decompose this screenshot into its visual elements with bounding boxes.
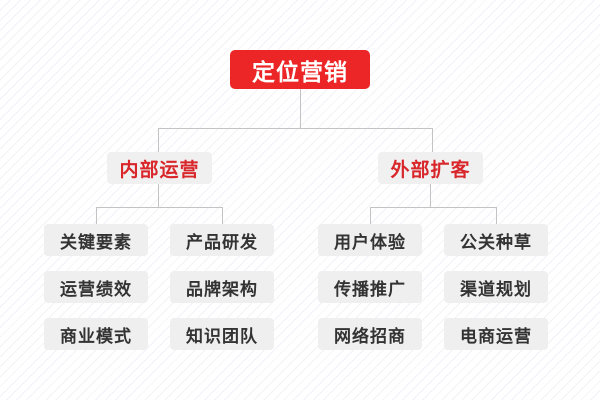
connector-right-leaf-bus xyxy=(370,207,497,208)
leaf-node-ecommerce-operations[interactable]: 电商运营 xyxy=(444,318,548,350)
leaf-node-brand-architecture[interactable]: 品牌架构 xyxy=(170,271,274,303)
branch-node-external-expansion[interactable]: 外部扩客 xyxy=(378,152,483,184)
connector-level2-bus xyxy=(158,128,432,129)
connector-left-leaf-bus xyxy=(96,207,223,208)
connector-left-branch-stem xyxy=(158,184,159,207)
connector-branch-drop-right xyxy=(432,128,433,153)
connector-branch-drop-left xyxy=(158,128,159,153)
leaf-node-operational-performance[interactable]: 运营绩效 xyxy=(44,271,148,303)
connector-root-stem xyxy=(300,89,301,128)
connector-right-col0-drop xyxy=(370,207,371,224)
leaf-node-knowledge-team[interactable]: 知识团队 xyxy=(170,318,274,350)
leaf-node-key-elements[interactable]: 关键要素 xyxy=(44,224,148,256)
leaf-node-product-rnd[interactable]: 产品研发 xyxy=(170,224,274,256)
leaf-node-user-experience[interactable]: 用户体验 xyxy=(318,224,422,256)
leaf-node-business-model[interactable]: 商业模式 xyxy=(44,318,148,350)
leaf-node-online-investment[interactable]: 网络招商 xyxy=(318,318,422,350)
connector-right-col1-drop xyxy=(496,207,497,224)
connector-right-branch-stem xyxy=(430,184,431,207)
branch-node-internal-operations[interactable]: 内部运营 xyxy=(107,152,212,184)
connector-left-col0-drop xyxy=(96,207,97,224)
root-node-positioning-marketing[interactable]: 定位营销 xyxy=(230,50,370,89)
leaf-node-channel-planning[interactable]: 渠道规划 xyxy=(444,271,548,303)
leaf-node-communication-promotion[interactable]: 传播推广 xyxy=(318,271,422,303)
connector-left-col1-drop xyxy=(222,207,223,224)
leaf-node-pr-seeding[interactable]: 公关种草 xyxy=(444,224,548,256)
